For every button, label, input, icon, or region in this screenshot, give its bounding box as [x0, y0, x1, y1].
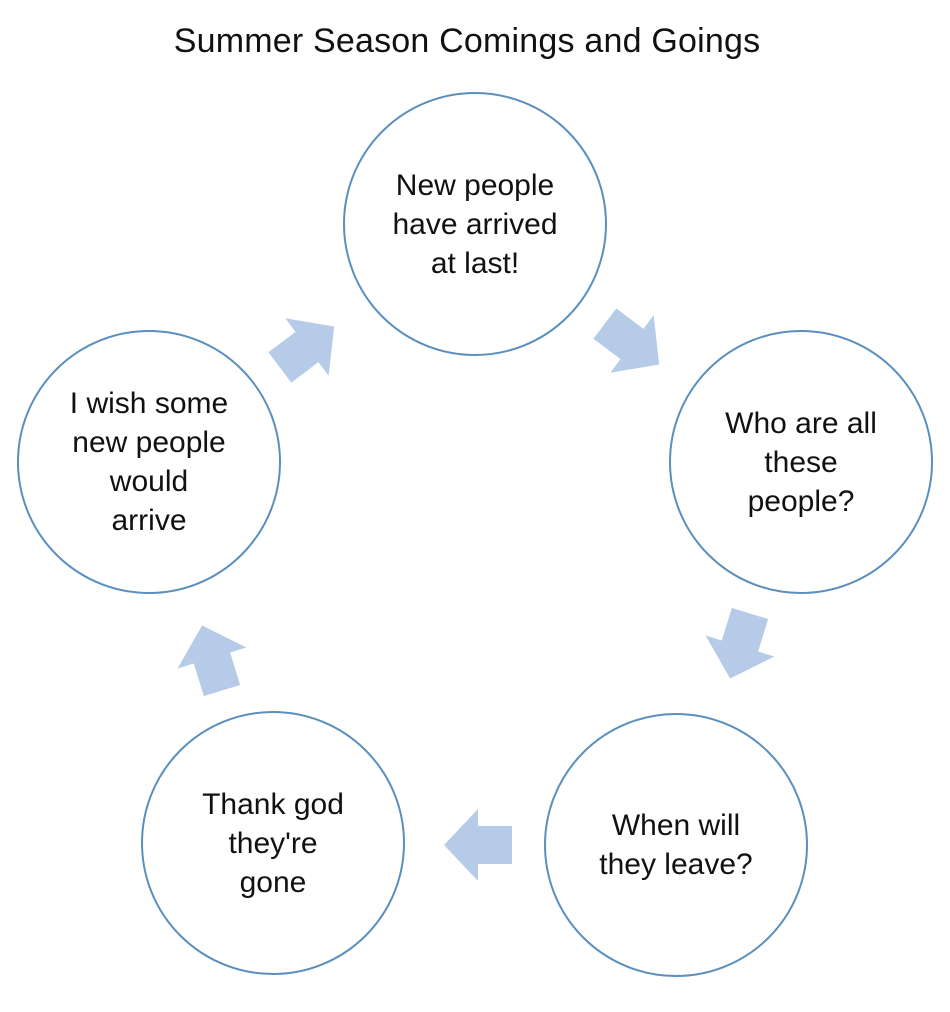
node-label: When will they leave? [576, 806, 776, 884]
node-line: Who are all [725, 406, 877, 440]
node-who-are-these-people: Who are all these people? [669, 330, 933, 594]
node-line: New people [395, 168, 555, 202]
node-line: have arrived [392, 207, 558, 241]
node-label: New people have arrived at last! [375, 166, 575, 283]
node-line: they're [228, 826, 318, 860]
node-when-will-they-leave: When will they leave? [544, 713, 808, 977]
node-label: I wish some new people would arrive [49, 384, 249, 540]
diagram-title: Summer Season Comings and Goings [173, 22, 761, 60]
arrow-down-icon [695, 602, 785, 690]
node-new-people-arrived: New people have arrived at last! [343, 92, 607, 356]
node-label: Thank god they're gone [173, 785, 373, 902]
node-line: gone [239, 865, 307, 899]
node-line: Thank god [202, 787, 344, 821]
node-wish-new-people: I wish some new people would arrive [17, 330, 281, 594]
arrow-up-icon [167, 614, 257, 702]
node-line: arrive [111, 504, 187, 537]
arrow-left-icon [444, 809, 512, 881]
node-line: they leave? [599, 848, 753, 881]
node-line: would [109, 465, 189, 498]
node-line: When will [611, 809, 741, 842]
node-line: I wish some [69, 387, 229, 420]
node-line: at last! [430, 246, 520, 280]
node-line: people? [747, 484, 855, 518]
node-line: new people [72, 426, 226, 459]
arrow-right-down-icon [583, 294, 681, 394]
node-label: Who are all these people? [701, 404, 901, 521]
arrow-up-right-icon [258, 297, 356, 397]
node-thank-god-gone: Thank god they're gone [141, 711, 405, 975]
node-line: these [764, 445, 838, 479]
